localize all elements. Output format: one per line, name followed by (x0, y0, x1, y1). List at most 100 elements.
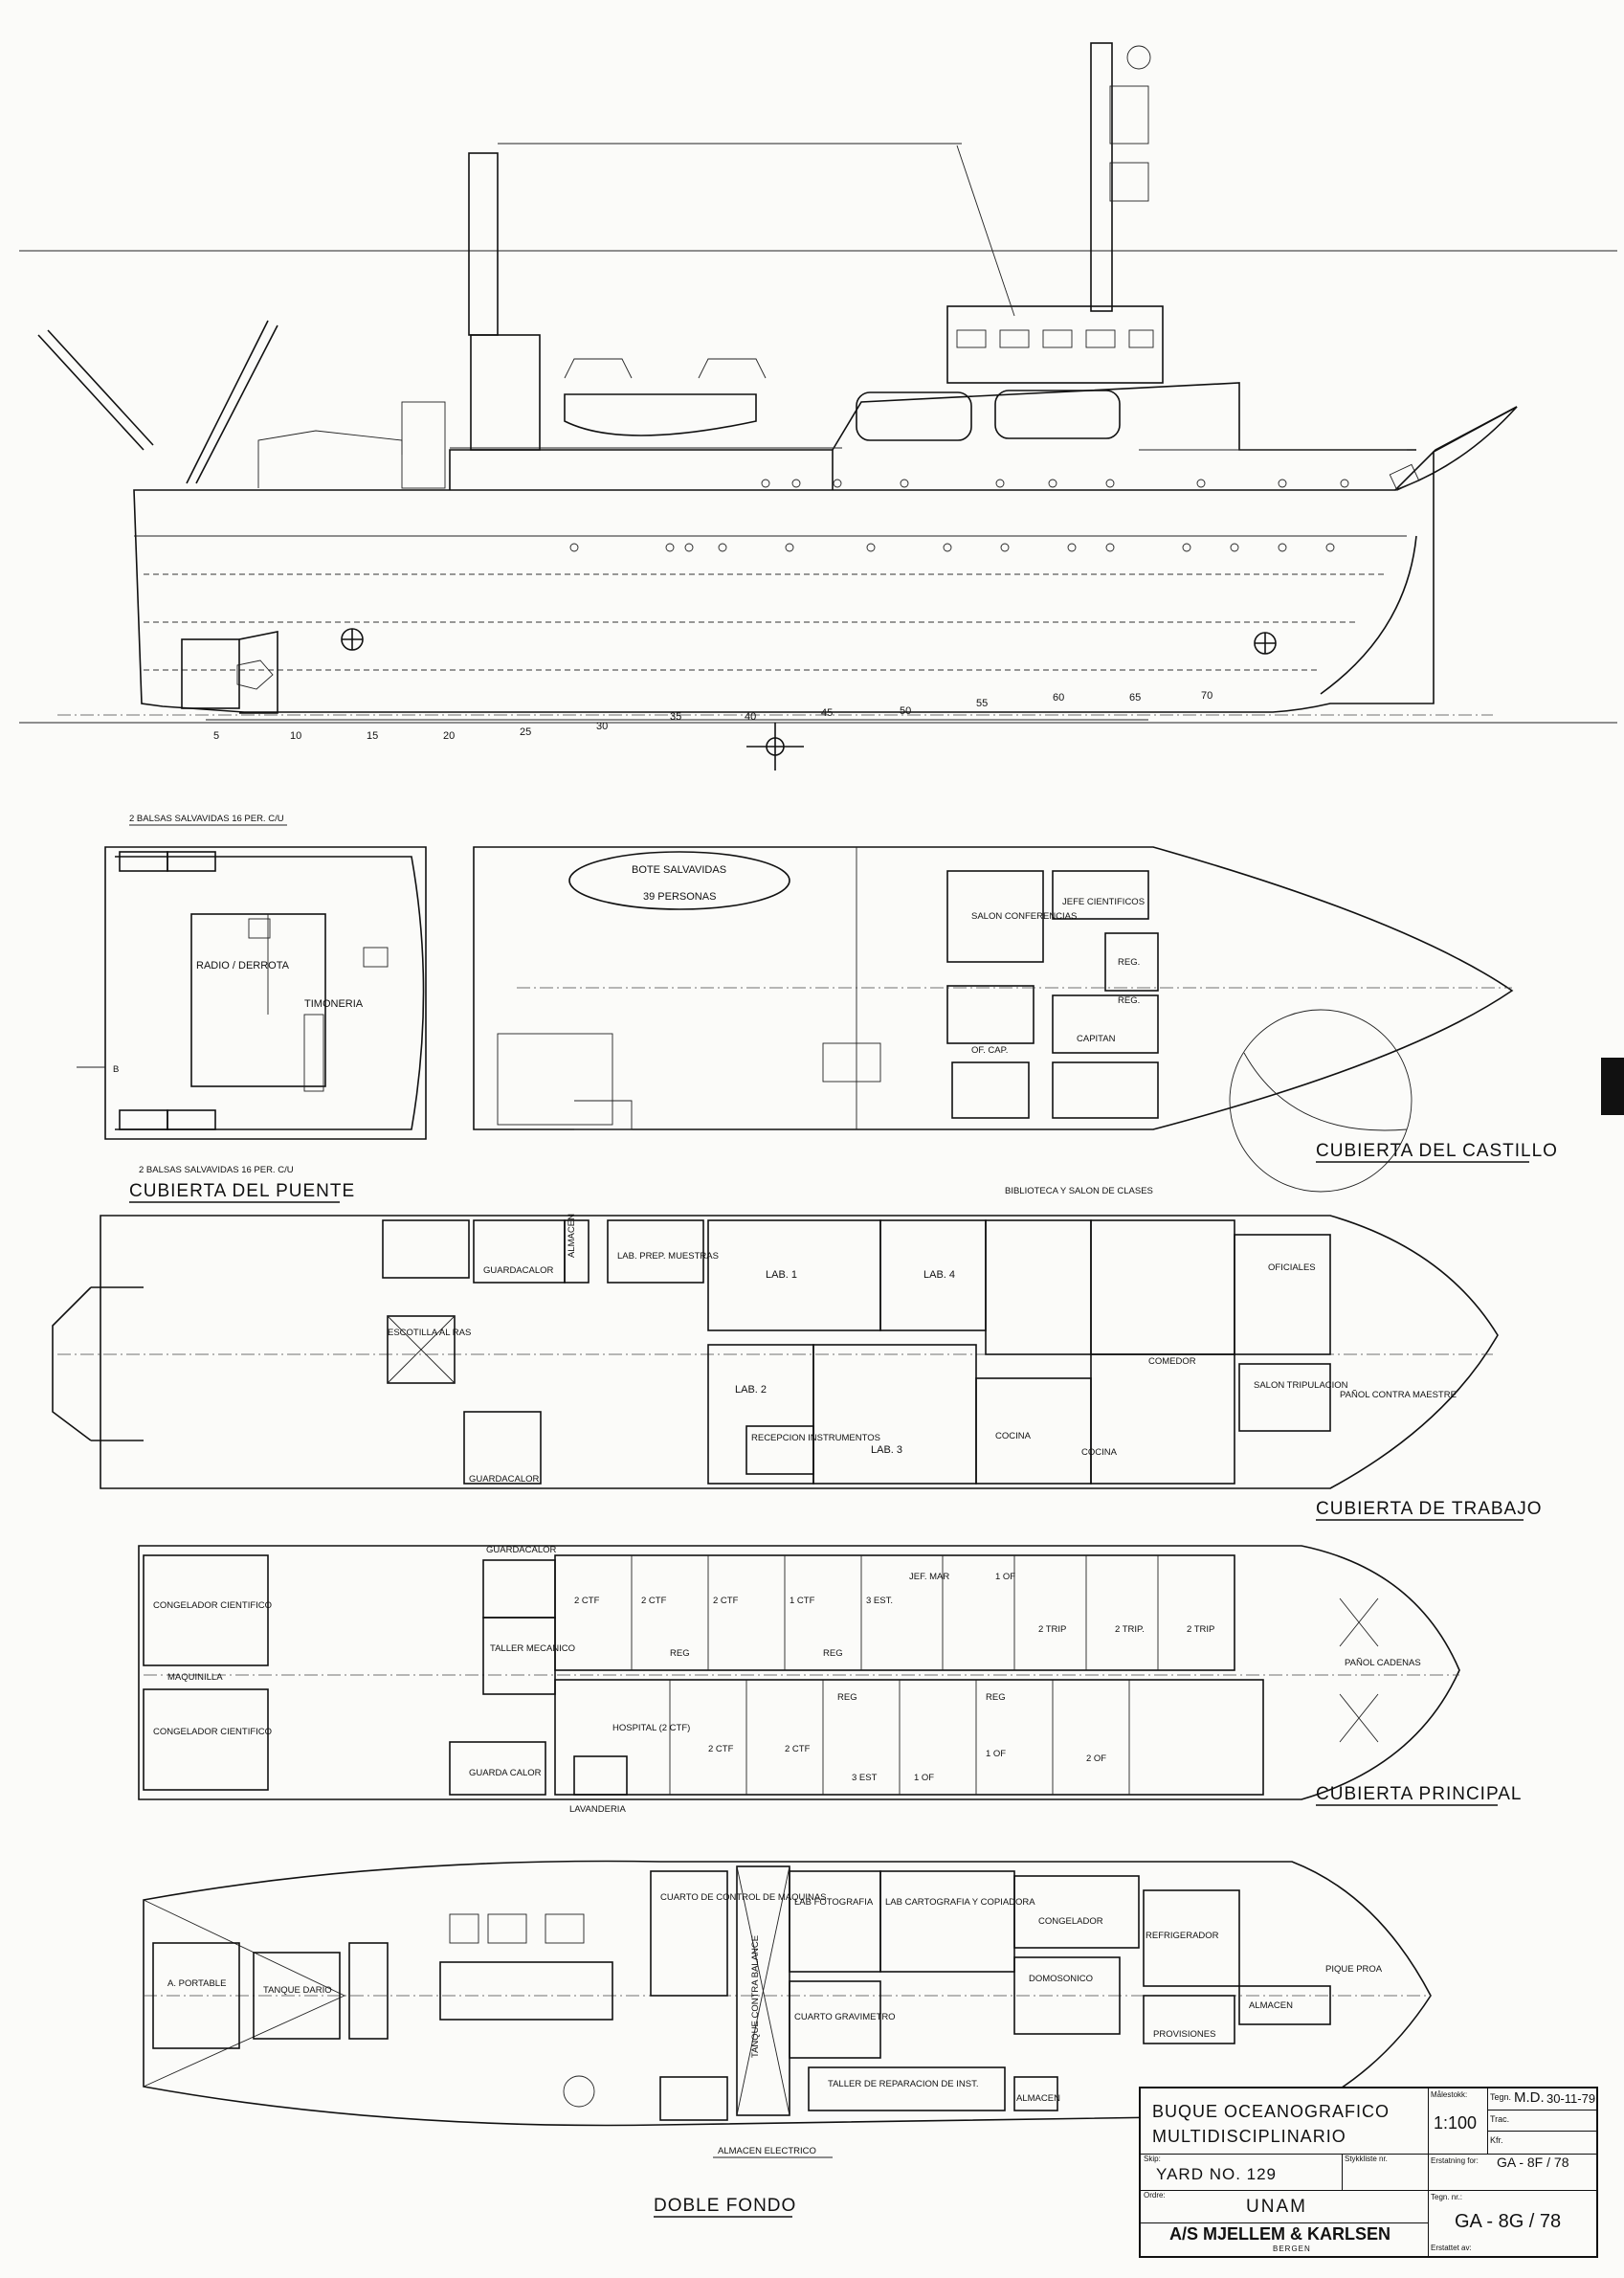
room-label: COCINA (995, 1431, 1032, 1441)
room-label: PAÑOL CONTRA MAESTRE (1340, 1390, 1457, 1400)
owner-name: UNAM (1246, 2197, 1307, 2217)
room-label: RECEPCION INSTRUMENTOS (751, 1433, 880, 1443)
stykkliste-label: Stykkliste nr. (1345, 2155, 1388, 2163)
frame-number: 40 (745, 711, 756, 723)
yard-number: YARD NO. 129 (1156, 2165, 1278, 2183)
room-label: 2 CTF (641, 1596, 667, 1606)
frame-number: 35 (670, 711, 681, 723)
erstattet-label: Erstattet av: (1431, 2244, 1472, 2252)
room-label: REG (986, 1692, 1006, 1703)
room-label: CUARTO DE CONTROL DE MAQUINAS (660, 1892, 827, 1903)
room-label: ALMACEN (567, 1214, 577, 1258)
deck-principal: GUARDACALOR CONGELADOR CIENTIFICO MAQUIN… (138, 1545, 1522, 1815)
room-label: ALMACEN ELECTRICO (718, 2146, 816, 2156)
room-label: REG (837, 1692, 857, 1703)
room-label: CUARTO GRAVIMETRO (794, 2012, 896, 2022)
room-label: 2 CTF (708, 1744, 734, 1754)
room-label: REG. (1118, 957, 1140, 968)
frame-number: 25 (520, 726, 531, 738)
deck-castillo: BOTE SALVAVIDAS 39 PERSONAS SALON CONFER… (473, 846, 1557, 1193)
deck-doble-fondo: A. PORTABLE TANQUE DARIO CUARTO DE CONTR… (143, 1860, 1432, 2218)
frame-number: 50 (900, 705, 911, 717)
frame-number: 60 (1053, 692, 1064, 704)
room-label: GUARDACALOR (483, 1265, 554, 1276)
builder-name: A/S MJELLEM & KARLSEN (1169, 2224, 1391, 2244)
svg-text:B: B (113, 1064, 119, 1075)
deck-title-doble-fondo: DOBLE FONDO (654, 2196, 796, 2216)
room-label: PIQUE PROA (1325, 1964, 1383, 1975)
frame-number: 70 (1201, 690, 1212, 702)
tegn-label: Tegn. (1490, 2092, 1512, 2102)
room-label: MAQUINILLA (167, 1672, 223, 1683)
frame-number: 15 (367, 730, 378, 742)
room-label: SALON TRIPULACION (1254, 1380, 1348, 1391)
deck-title-principal: CUBIERTA PRINCIPAL (1316, 1784, 1522, 1804)
room-label: TANQUE DARIO (263, 1985, 332, 1996)
room-label: CAPITAN (1077, 1034, 1116, 1044)
room-label: ESCOTILLA AL RAS (388, 1328, 471, 1338)
frame-number: 45 (821, 707, 833, 719)
room-label: 2 CTF (574, 1596, 600, 1606)
room-label: JEF. MAR (909, 1572, 949, 1582)
drawing-date: 30-11-79 (1546, 2091, 1596, 2106)
lifeboat-capacity: 39 PERSONAS (643, 891, 716, 903)
erstatning-label: Erstatning for: (1431, 2156, 1479, 2165)
room-label: LAB. PREP. MUESTRAS (617, 1251, 719, 1262)
project-name-line1: BUQUE OCEANOGRAFICO (1152, 2102, 1390, 2121)
frame-number: 65 (1129, 692, 1141, 704)
room-label: 2 CTF (785, 1744, 811, 1754)
room-label: CONGELADOR CIENTIFICO (153, 1600, 272, 1611)
frame-number: 55 (976, 698, 988, 709)
scale-label: Målestokk: (1431, 2090, 1468, 2099)
room-label: REG (670, 1648, 690, 1659)
room-label: PROVISIONES (1153, 2029, 1215, 2040)
tegn-nr-label: Tegn. nr.: (1431, 2193, 1462, 2201)
profile-view: 5 10 15 20 25 30 35 40 45 50 55 60 65 70 (19, 42, 1617, 770)
deck-title-puente: CUBIERTA DEL PUENTE (129, 1181, 355, 1201)
scale-value: 1:100 (1434, 2113, 1478, 2133)
tegn-value: M.D. (1514, 2089, 1545, 2106)
frame-number: 30 (596, 721, 608, 732)
title-block: BUQUE OCEANOGRAFICO MULTIDISCIPLINARIO M… (1139, 2087, 1598, 2258)
builder-city: BERGEN (1273, 2244, 1311, 2253)
skip-label: Skip: (1144, 2155, 1161, 2163)
room-label: PAÑOL CADENAS (1345, 1658, 1421, 1668)
frame-number: 5 (213, 730, 219, 742)
room-label: A. PORTABLE (167, 1978, 226, 1989)
room-label: GUARDACALOR (469, 1474, 540, 1485)
room-label: TALLER MECANICO (490, 1643, 575, 1654)
room-label: LAB. 4 (923, 1269, 955, 1281)
trac-label: Trac. (1490, 2114, 1510, 2124)
room-label: REG (823, 1648, 843, 1659)
room-label: 1 OF (986, 1749, 1006, 1759)
biblioteca-label: BIBLIOTECA Y SALON DE CLASES (1005, 1186, 1153, 1196)
lifeboat-label: BOTE SALVAVIDAS (632, 864, 726, 876)
room-label: LAVANDERIA (569, 1804, 626, 1815)
deck-title-trabajo: CUBIERTA DE TRABAJO (1316, 1499, 1543, 1519)
kfr-label: Kfr. (1490, 2135, 1503, 2145)
room-label: HOSPITAL (2 CTF) (612, 1723, 690, 1733)
frame-number: 10 (290, 730, 301, 742)
cabin-partitions (631, 1555, 1159, 1795)
room-label: TIMONERIA (304, 998, 364, 1010)
room-label: 1 OF (914, 1773, 934, 1783)
room-label: 2 TRIP (1187, 1624, 1214, 1635)
room-label: ALMACEN (1249, 2000, 1293, 2011)
binding-tab (1601, 1058, 1624, 1115)
room-label: 1 CTF (790, 1596, 815, 1606)
ordre-label: Ordre: (1144, 2191, 1166, 2200)
room-label: SALON CONFERENCIAS (971, 911, 1077, 922)
hull-outline (133, 406, 1518, 713)
room-label: COCINA (1081, 1447, 1118, 1458)
room-label: RADIO / DERROTA (196, 960, 290, 972)
frame-number: 20 (443, 730, 455, 742)
room-label: 2 OF (1086, 1753, 1106, 1764)
room-label: DOMOSONICO (1029, 1974, 1093, 1984)
room-label: OFICIALES (1268, 1262, 1316, 1273)
room-label: REFRIGERADOR (1146, 1931, 1219, 1941)
room-label: LAB FOTOGRAFIA (794, 1897, 874, 1908)
room-label: OF. CAP. (971, 1045, 1008, 1056)
room-label: GUARDACALOR (486, 1545, 557, 1555)
